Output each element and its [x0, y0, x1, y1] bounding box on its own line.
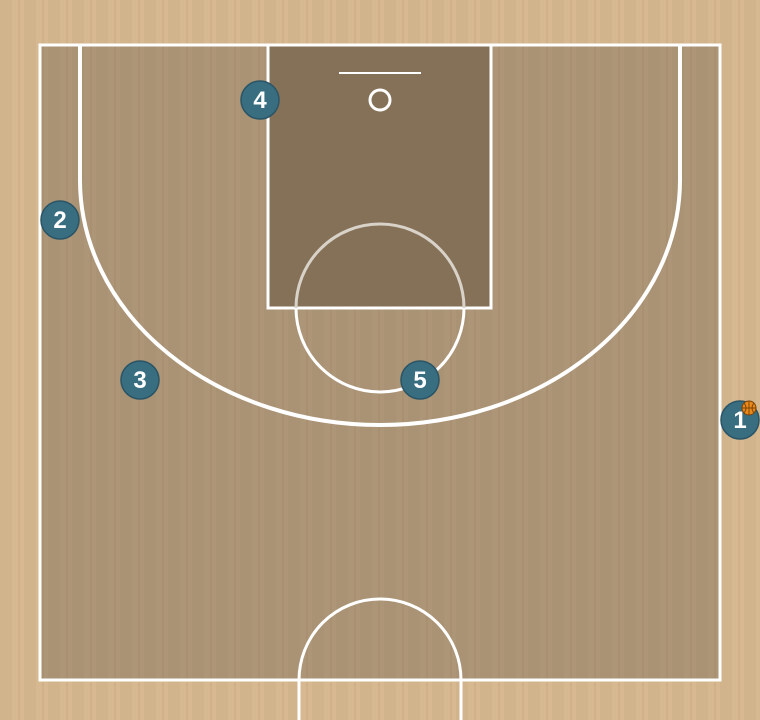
player-number: 2: [53, 207, 66, 234]
free-throw-circle-top: [294, 222, 466, 309]
player-marker: [40, 200, 80, 240]
three-point-arc: [78, 45, 682, 427]
player-number: 5: [413, 367, 426, 394]
player-1: 1: [720, 400, 760, 440]
player-5: 5: [400, 360, 440, 400]
player-marker: [120, 360, 160, 400]
free-throw-circle-bottom: [294, 307, 466, 394]
player-number: 1: [733, 407, 746, 434]
player-number: 3: [133, 367, 146, 394]
court-boundary: [38, 43, 722, 682]
paint-area: [266, 43, 493, 310]
player-3: 3: [120, 360, 160, 400]
center-circle: [297, 597, 463, 720]
hoop: [368, 88, 392, 112]
player-number: 4: [253, 87, 267, 114]
player-2: 2: [40, 200, 80, 240]
player-marker: [240, 80, 280, 120]
player-marker: [400, 360, 440, 400]
players: 1 2 3 4 5: [40, 80, 760, 440]
player-4: 4: [240, 80, 280, 120]
basketball-icon: [741, 400, 757, 416]
